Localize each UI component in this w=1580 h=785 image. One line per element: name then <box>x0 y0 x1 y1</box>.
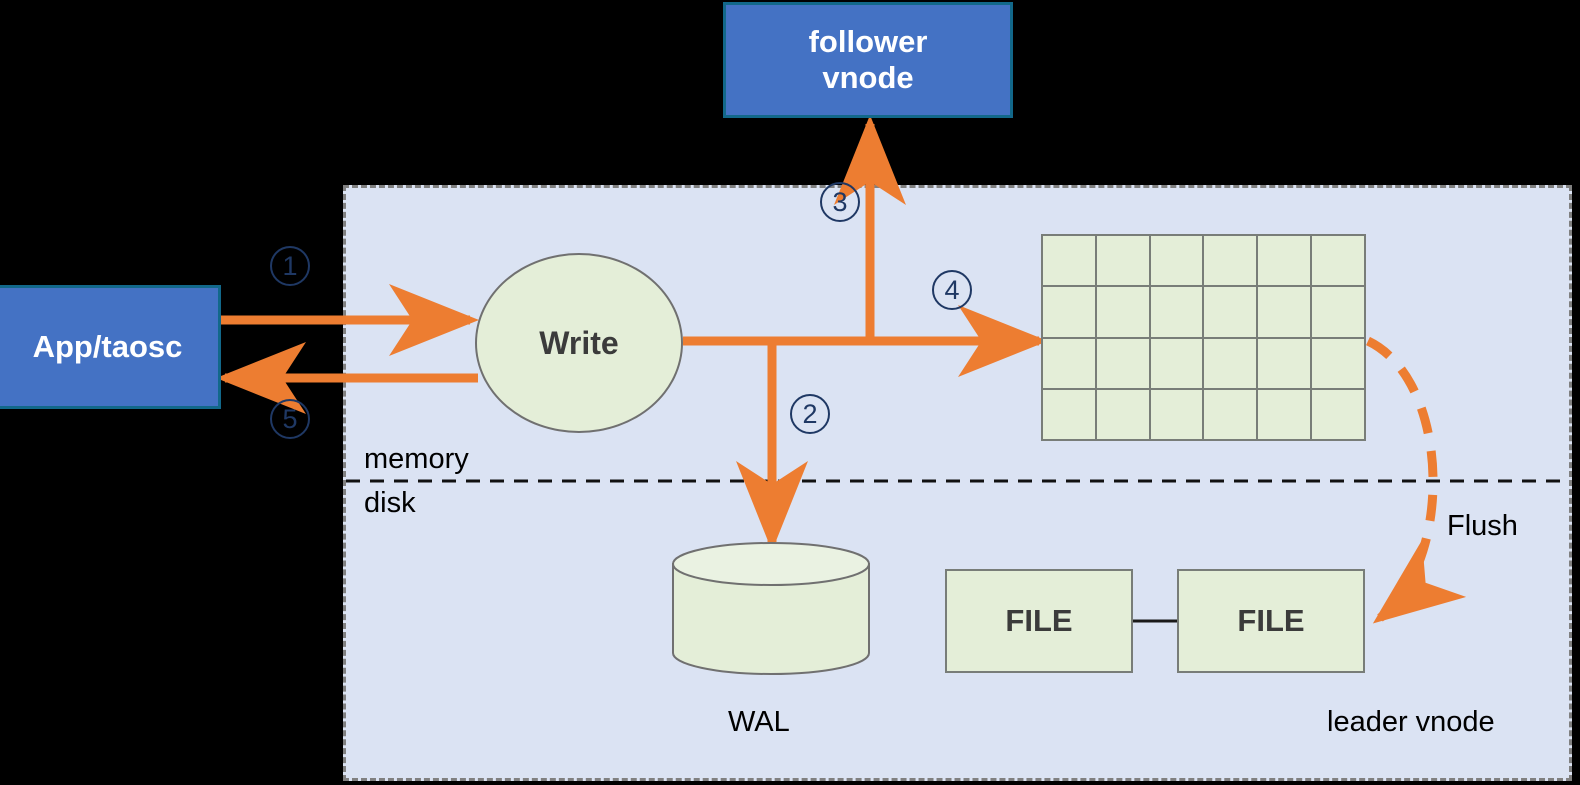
memtable-cell <box>1312 287 1364 337</box>
memtable-cell <box>1258 287 1311 337</box>
memtable-cell <box>1150 389 1203 439</box>
memtable-cell <box>1258 236 1311 286</box>
memtable-cell <box>1150 338 1203 388</box>
memtable-cell <box>1043 236 1095 286</box>
file-box-2[interactable]: FILE <box>1177 569 1365 673</box>
memtable-cell <box>1204 236 1257 286</box>
wal-label: WAL <box>728 706 790 738</box>
app-taosc-box[interactable]: App/taosc <box>0 285 221 409</box>
write-node[interactable]: Write <box>475 253 683 433</box>
leader-vnode-label: leader vnode <box>1327 706 1495 738</box>
memtable-cell <box>1204 389 1257 439</box>
memtable-grid <box>1041 234 1366 441</box>
memtable-cell <box>1150 287 1203 337</box>
memtable-cell <box>1204 338 1257 388</box>
memtable-cell <box>1096 236 1149 286</box>
file-box-1-label: FILE <box>1005 603 1073 638</box>
app-taosc-label: App/taosc <box>32 329 183 365</box>
memtable-cell <box>1043 389 1095 439</box>
memtable-cell <box>1096 287 1149 337</box>
memtable-cell <box>1096 338 1149 388</box>
memtable-cell <box>1096 389 1149 439</box>
step-marker-3: 3 <box>820 182 860 222</box>
memory-label: memory <box>364 443 469 475</box>
step-marker-5: 5 <box>270 399 310 439</box>
wal-cylinder <box>672 542 870 675</box>
memtable-cell <box>1258 338 1311 388</box>
memtable-cell <box>1043 287 1095 337</box>
file-box-2-label: FILE <box>1237 603 1305 638</box>
arrow-flush <box>1365 336 1467 624</box>
memtable-cell <box>1204 287 1257 337</box>
memtable-cell <box>1312 236 1364 286</box>
step-marker-1: 1 <box>270 246 310 286</box>
memtable-cell <box>1258 389 1311 439</box>
file-box-1[interactable]: FILE <box>945 569 1133 673</box>
follower-vnode-box[interactable]: follower vnode <box>723 2 1013 118</box>
follower-vnode-label-line2: vnode <box>822 60 914 95</box>
disk-label: disk <box>364 487 416 519</box>
memtable-cell <box>1043 338 1095 388</box>
flush-label: Flush <box>1447 510 1518 542</box>
write-node-label: Write <box>539 324 619 361</box>
memtable-cell <box>1312 338 1364 388</box>
memtable-cell <box>1312 389 1364 439</box>
step-marker-2: 2 <box>790 394 830 434</box>
step-marker-4: 4 <box>932 270 972 310</box>
memtable-cell <box>1150 236 1203 286</box>
follower-vnode-label-line1: follower <box>808 24 928 60</box>
